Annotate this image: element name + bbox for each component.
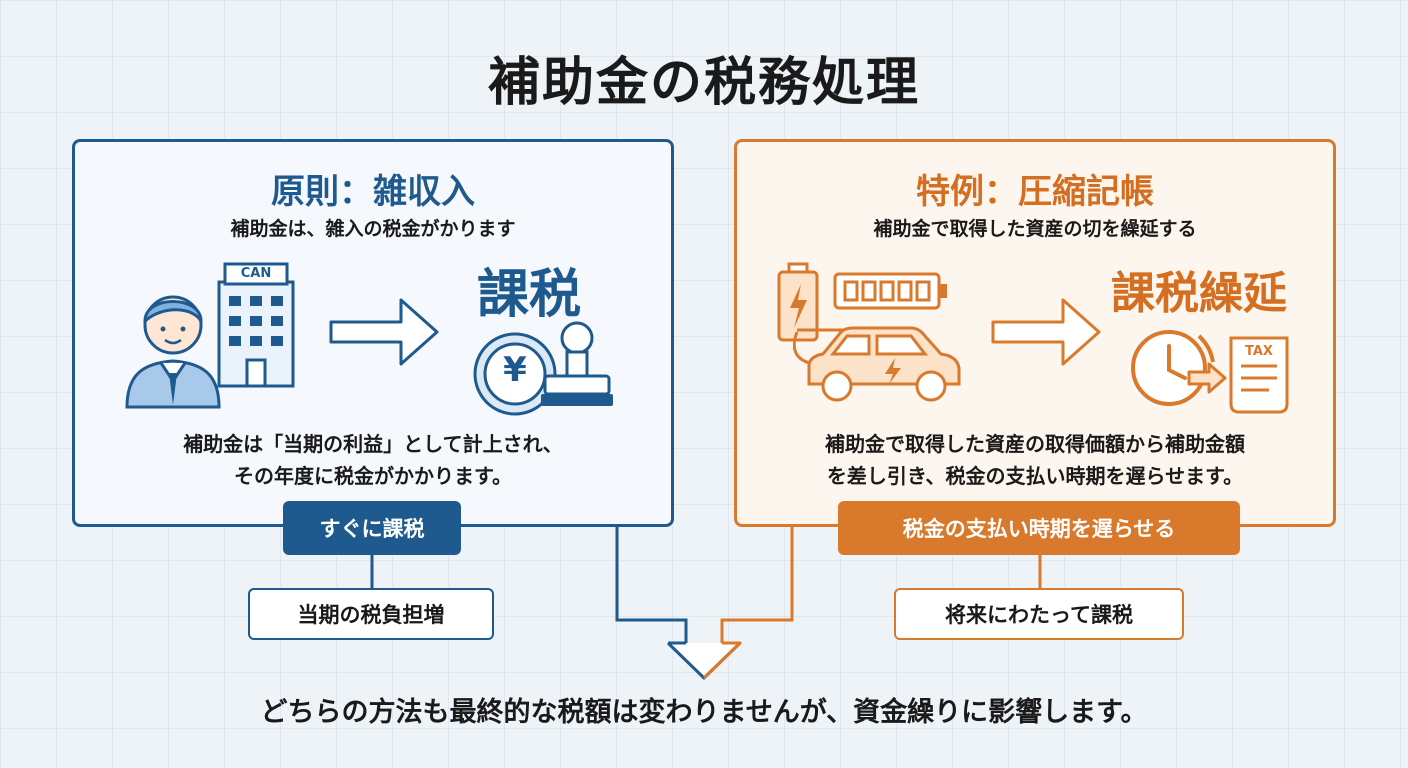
building-sign: CAN xyxy=(240,266,272,281)
yen-symbol: ¥ xyxy=(503,350,527,390)
tax-deferral-label: 課税繰延 xyxy=(1111,268,1287,319)
principle-heading: 原則：雑収入 xyxy=(271,172,475,212)
principle-panel: 原則：雑収入 補助金は、雑入の税金がかります CAN 課税 ¥ xyxy=(72,139,674,527)
future-tax-box: 将来にわたって課税 xyxy=(894,588,1184,640)
tax-document-label: TAX xyxy=(1245,344,1273,359)
exception-subheading: 補助金で取得した資産の切を繰延する xyxy=(873,218,1197,240)
stamp-icon xyxy=(541,321,613,406)
battery-icon xyxy=(777,262,819,342)
charger-icon xyxy=(833,272,947,310)
taxation-label: 課税 xyxy=(477,265,582,325)
principle-description: 補助金は「当期の利益」として計上され、 その年度に税金がかかります。 xyxy=(183,432,563,488)
page-title: 補助金の税務処理 xyxy=(487,53,920,113)
yen-coin-icon xyxy=(473,332,557,416)
arrow-right-icon xyxy=(329,298,439,366)
immediate-tax-badge: すぐに課税 xyxy=(283,501,461,555)
tax-document-icon xyxy=(1229,336,1289,414)
exception-panel: 特例：圧縮記帳 補助金で取得した資産の切を繰延する 課税繰延 xyxy=(734,139,1336,527)
businessman-icon xyxy=(125,295,221,409)
exception-heading: 特例：圧縮記帳 xyxy=(916,172,1154,212)
summary-footer: どちらの方法も最終的な税額は変わりませんが、資金繰りに影響します。 xyxy=(260,697,1148,728)
exception-description: 補助金で取得した資産の取得価額から補助金額 を差し引き、税金の支払い時期を遅らせ… xyxy=(825,432,1245,488)
arrow-right-icon xyxy=(991,298,1101,366)
principle-subheading: 補助金は、雑入の税金がかります xyxy=(230,218,516,240)
current-tax-burden-box: 当期の税負担増 xyxy=(248,588,494,640)
electric-car-icon xyxy=(793,326,961,402)
office-building-icon xyxy=(217,262,295,388)
defer-payment-badge: 税金の支払い時期を遅らせる xyxy=(838,501,1240,555)
clock-icon xyxy=(1131,330,1227,406)
